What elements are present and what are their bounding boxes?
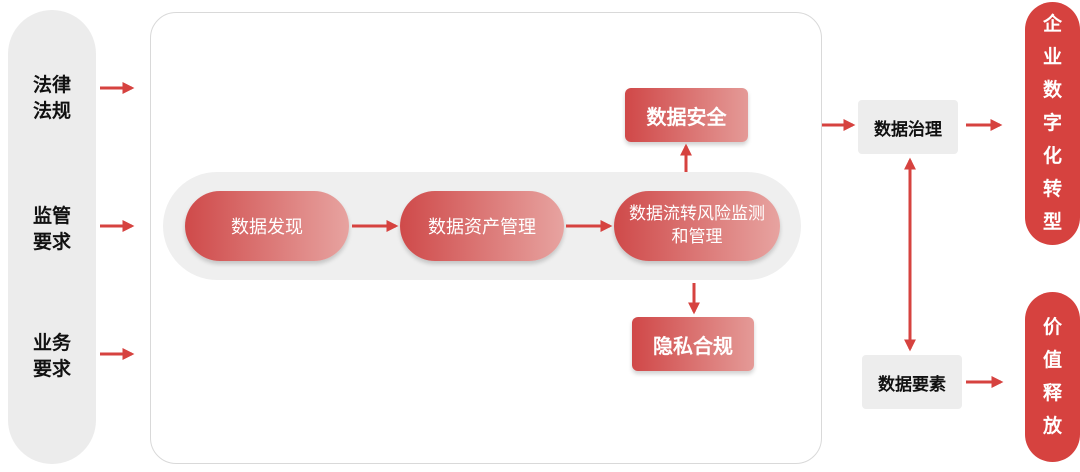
value-char-1: 价 xyxy=(1042,316,1062,338)
enterprise-digital-transformation-pill: 企 业 数 字 化 转 型 xyxy=(1025,2,1080,245)
input-laws-regulations: 法律 法规 xyxy=(8,72,96,124)
step-data-discovery: 数据发现 xyxy=(185,191,349,261)
input-business-line-1: 业务 xyxy=(32,332,71,354)
input-laws-line-2: 法规 xyxy=(32,100,71,122)
transformation-char-6: 转 xyxy=(1042,178,1062,200)
input-laws-line-1: 法律 xyxy=(32,74,71,96)
transformation-char-3: 数 xyxy=(1042,79,1062,101)
value-release-pill: 价 值 释 放 xyxy=(1025,292,1080,462)
step-data-asset-management: 数据资产管理 xyxy=(400,191,564,261)
transformation-char-4: 字 xyxy=(1042,112,1062,134)
input-regulatory-requirements: 监管 要求 xyxy=(8,203,96,255)
data-governance-box: 数据治理 xyxy=(858,100,958,154)
value-char-4: 放 xyxy=(1042,415,1062,437)
input-business-line-2: 要求 xyxy=(32,358,71,380)
input-regulatory-line-2: 要求 xyxy=(32,231,71,253)
transformation-char-2: 业 xyxy=(1042,46,1062,68)
privacy-compliance-box: 隐私合规 xyxy=(632,317,754,371)
transformation-char-1: 企 xyxy=(1042,13,1062,35)
transformation-char-5: 化 xyxy=(1042,145,1062,167)
transformation-char-7: 型 xyxy=(1042,211,1062,233)
value-char-3: 释 xyxy=(1042,382,1062,404)
input-business-requirements: 业务 要求 xyxy=(8,330,96,382)
step-data-flow-risk-monitoring: 数据流转风险监测和管理 xyxy=(614,191,780,261)
input-regulatory-line-1: 监管 xyxy=(32,205,71,227)
data-security-box: 数据安全 xyxy=(625,88,748,142)
requirements-column xyxy=(8,10,96,464)
data-elements-box: 数据要素 xyxy=(862,355,962,409)
value-char-2: 值 xyxy=(1042,349,1062,371)
